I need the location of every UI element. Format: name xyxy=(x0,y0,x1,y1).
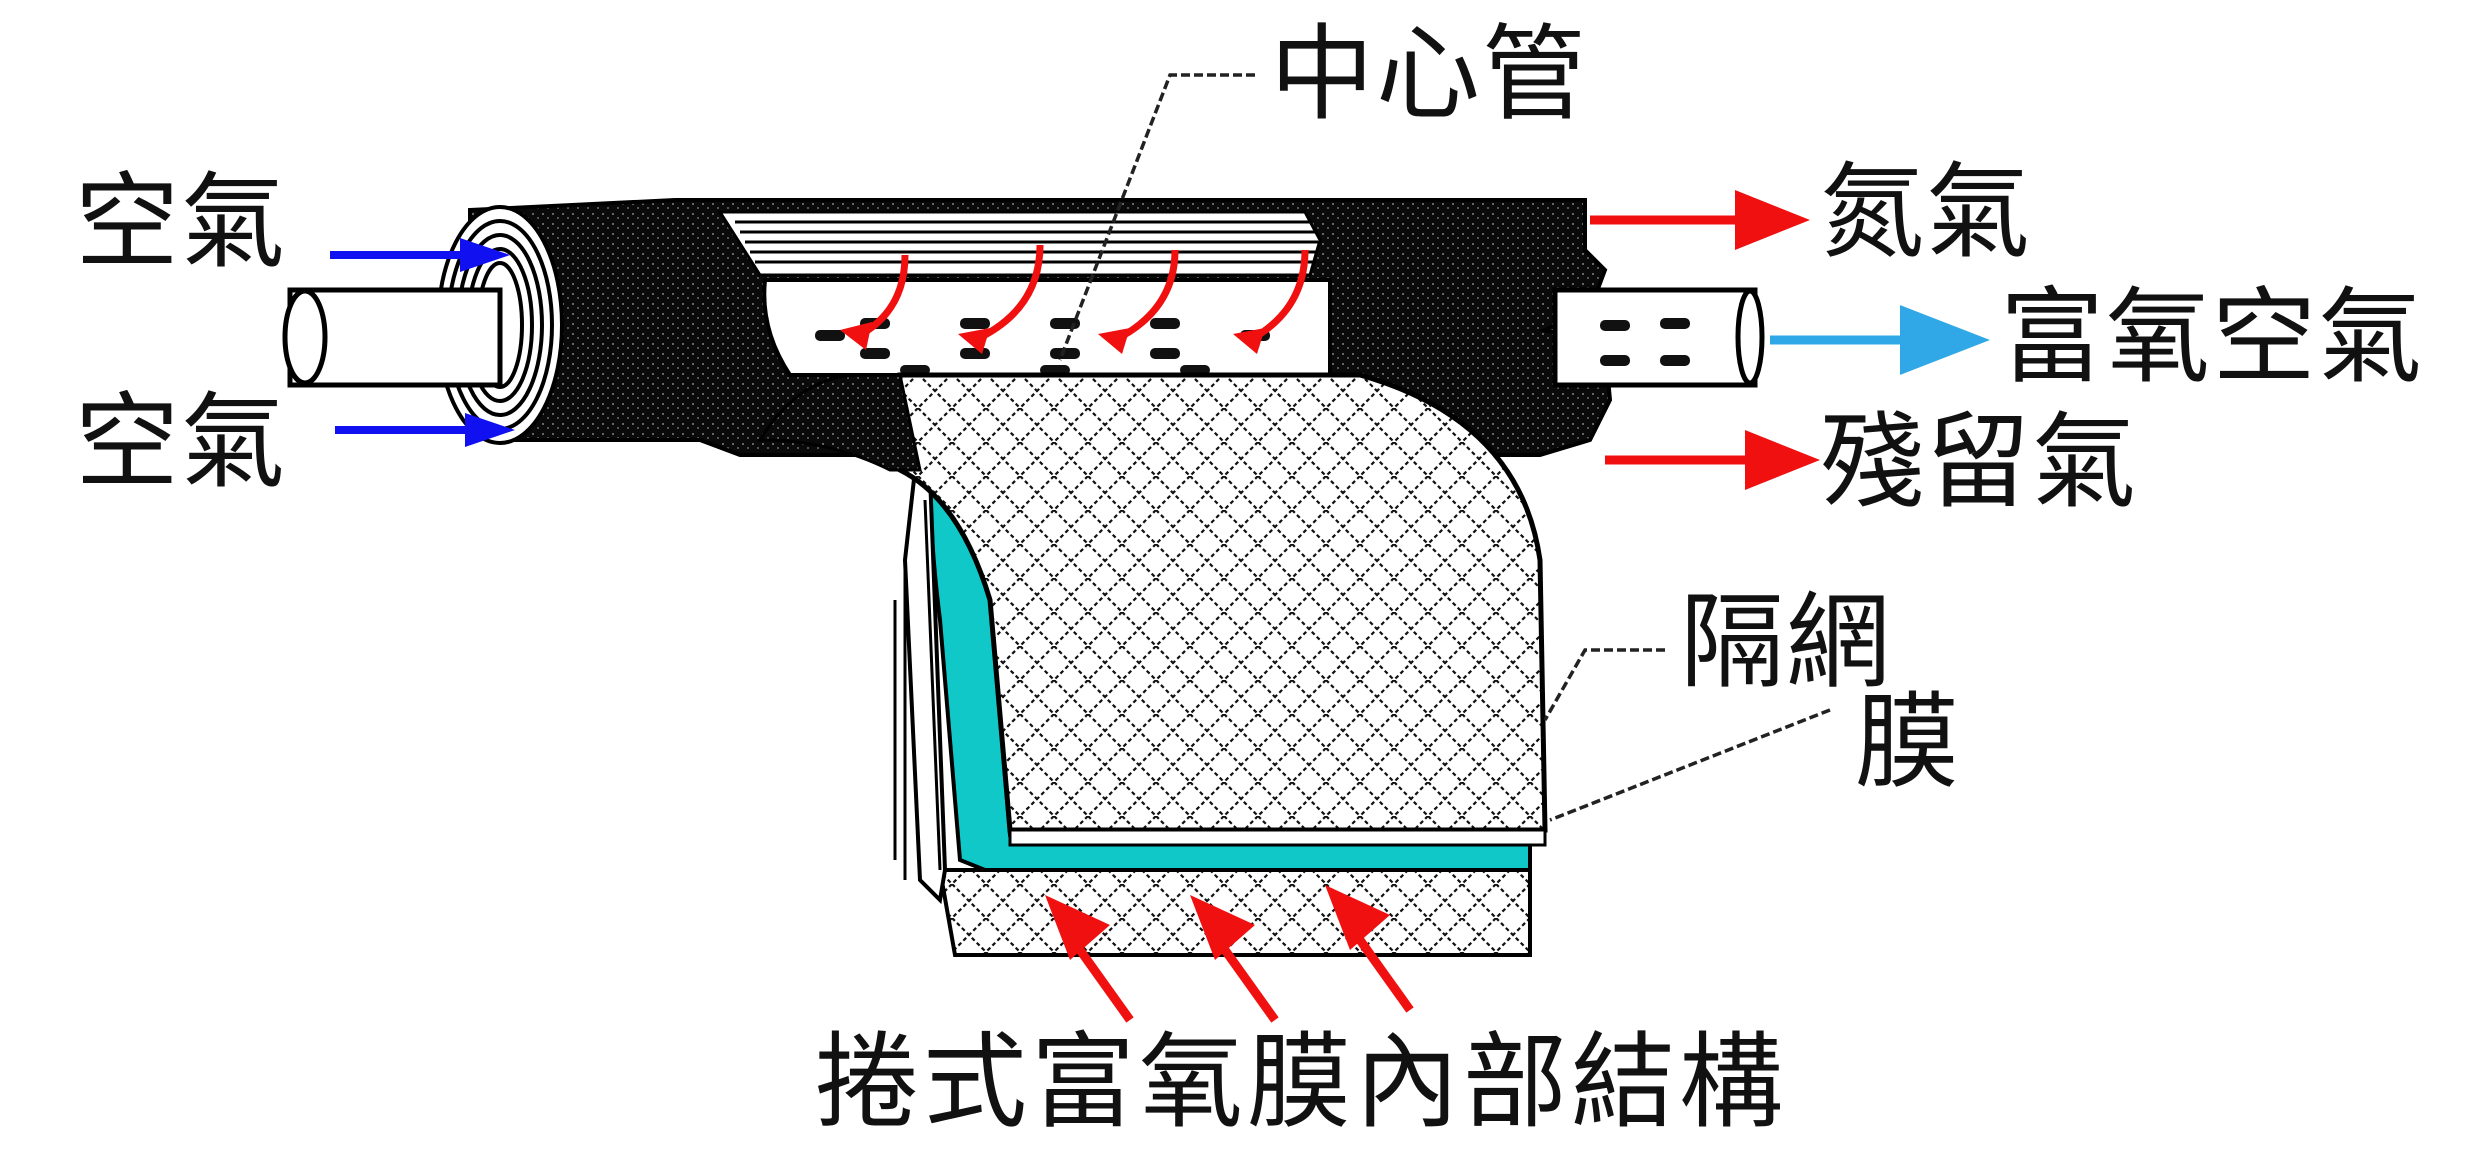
residual-outlet-arrow xyxy=(1605,430,1820,490)
residual-gas-label: 殘留氣 xyxy=(1820,401,2139,523)
nitrogen-outlet-arrow xyxy=(1590,190,1810,250)
air-inlet-arrow-top xyxy=(330,238,510,272)
membrane-leader xyxy=(1549,708,1831,822)
spacer-mesh-leader xyxy=(1543,648,1665,721)
cutaway-top xyxy=(717,210,1332,377)
feed-arrows xyxy=(1045,885,1414,1023)
permeate-arrow-heads xyxy=(840,322,1265,354)
oxygen-rich-outlet-arrow xyxy=(1770,305,1990,375)
center-tube-inlet xyxy=(282,287,503,388)
oxygen-rich-air-label: 富氧空氣 xyxy=(2000,276,2425,398)
nitrogen-label: 氮氣 xyxy=(1820,151,2033,273)
air-inlet-label-top: 空氣 xyxy=(75,161,288,283)
leader-lines xyxy=(1058,73,1831,822)
diagram-caption: 捲式富氧膜內部結構 xyxy=(815,1021,1788,1143)
center-tube-label: 中心管 xyxy=(1270,13,1589,135)
spacer-mesh-label: 隔網 xyxy=(1680,581,1893,703)
air-inlet-arrow-bottom xyxy=(335,413,515,447)
center-tube-outlet xyxy=(1552,287,1765,388)
center-tube-leader xyxy=(1058,73,1255,361)
air-inlet-label-bottom: 空氣 xyxy=(75,381,288,503)
membrane-label: 膜 xyxy=(1855,681,1962,803)
unrolled-membrane-leaf xyxy=(757,372,1548,957)
